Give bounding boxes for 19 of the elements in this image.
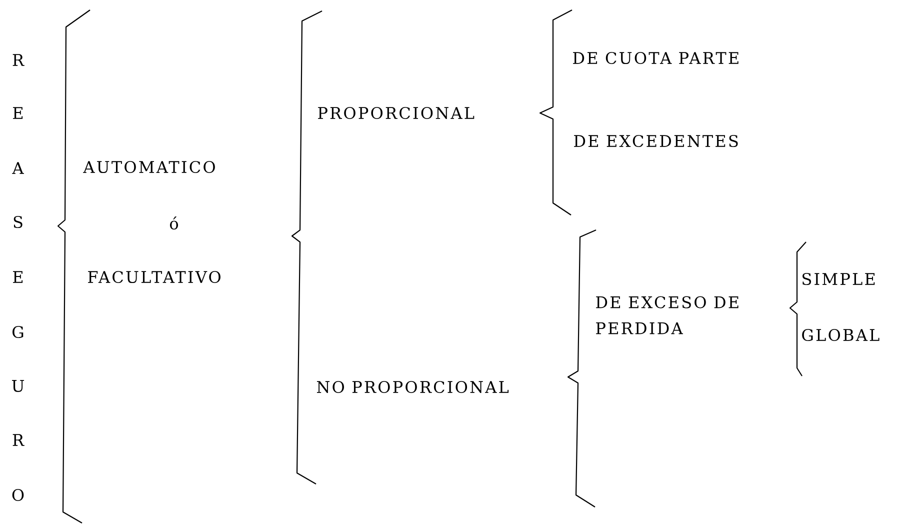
vertical-letter: R	[12, 54, 24, 66]
category-label: DE EXCEDENTES	[574, 134, 738, 148]
vertical-letter: E	[13, 107, 23, 119]
vertical-letter: G	[12, 326, 24, 338]
vertical-letter: E	[13, 271, 23, 283]
vertical-letter: U	[12, 380, 24, 392]
category-label: DE EXCESO DE PERDIDA	[596, 296, 738, 334]
category-label: SIMPLE	[802, 272, 875, 286]
category-label: FACULTATIVO	[88, 270, 220, 284]
category-label: NO PROPORCIONAL	[317, 380, 509, 394]
category-label: GLOBAL	[802, 328, 880, 342]
category-label: AUTOMATICO	[83, 160, 215, 174]
vertical-letter: R	[12, 434, 24, 446]
vertical-letter: O	[12, 488, 24, 502]
category-label: DE CUOTA PARTE	[573, 52, 738, 64]
vertical-letter: S	[14, 216, 22, 228]
connector-word: ó	[170, 216, 178, 230]
vertical-letter: A	[12, 162, 24, 174]
category-label: PROPORCIONAL	[318, 106, 474, 120]
